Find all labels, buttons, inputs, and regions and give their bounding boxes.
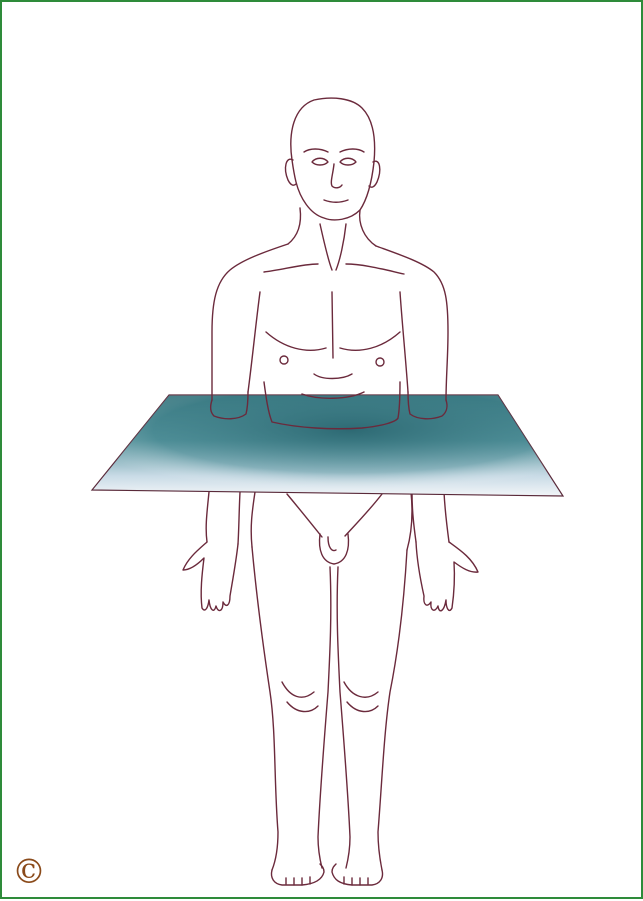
left-foot xyxy=(271,864,324,885)
left-leg-outer xyxy=(252,547,278,870)
copyright-mark: © xyxy=(12,852,46,892)
right-leg-outer xyxy=(378,550,407,870)
groin-line-right xyxy=(345,494,382,536)
right-eye xyxy=(340,158,356,165)
left-nipple xyxy=(280,356,288,364)
lower-body xyxy=(183,492,478,885)
right-forearm xyxy=(412,492,416,542)
left-knee xyxy=(282,682,314,697)
right-foot xyxy=(332,864,383,885)
right-shoulder xyxy=(376,246,448,400)
right-hand xyxy=(416,542,478,611)
transverse-plane-shade xyxy=(92,395,563,496)
genitals xyxy=(320,534,349,564)
neck-left xyxy=(288,208,301,244)
left-forearm xyxy=(206,492,209,542)
right-nipple xyxy=(376,358,384,366)
mouth xyxy=(324,200,348,202)
left-leg-inner xyxy=(318,567,331,868)
upper-body xyxy=(211,98,448,429)
nose xyxy=(331,164,342,188)
left-hand xyxy=(183,542,238,611)
neck-right xyxy=(360,210,376,246)
left-hip xyxy=(251,492,255,547)
right-knee xyxy=(344,682,378,697)
right-leg-inner xyxy=(337,567,350,868)
left-eye xyxy=(312,158,328,165)
groin-line-left xyxy=(287,494,322,537)
right-hip xyxy=(407,492,412,550)
clavicles xyxy=(264,264,404,274)
sternum xyxy=(332,292,333,358)
